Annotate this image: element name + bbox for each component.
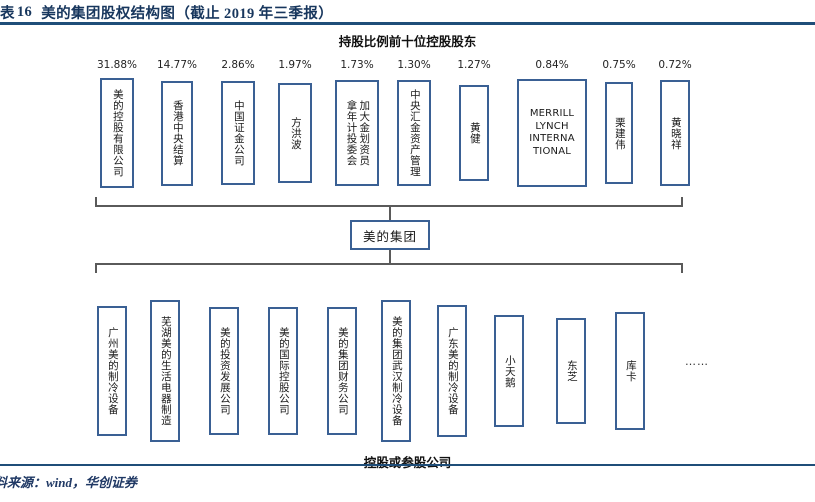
ellipsis-indicator: …… [685,355,709,368]
shareholder-node[interactable]: 美的控股有限公司 [100,78,134,188]
subsidiary-node[interactable]: 库卡 [615,312,645,430]
ownership-percent: 1.27% [457,59,491,71]
node-label: 加大金划资员拿年计投委会 [345,100,371,166]
bracket-bar [95,263,683,265]
subsidiary-node[interactable]: 芜湖美的生活电器制造 [150,300,180,442]
node-label: 中国证金公司 [232,100,245,166]
upper-stem [389,206,391,220]
center-node-meidi-group[interactable]: 美的集团 [350,220,430,250]
header-rule [0,22,815,25]
subsidiary-node[interactable]: 广州美的制冷设备 [97,306,127,436]
ownership-percent: 1.73% [340,59,374,71]
figure-number: 16 [16,3,33,20]
footer-rule [0,464,815,466]
figure-title-text: 美的集团股权结构图（截止 2019 年三季报） [41,5,334,22]
shareholder-node[interactable]: 加大金划资员拿年计投委会 [335,80,379,186]
shareholder-node[interactable]: 方洪波 [278,83,312,183]
node-label: 香港中央结算 [171,100,184,166]
subsidiary-node[interactable]: 美的集团财务公司 [327,307,357,435]
node-label: 东芝 [565,360,578,382]
subsidiary-node[interactable]: 美的集团武汉制冷设备 [381,300,411,442]
bracket-tick-right [681,263,683,273]
node-label: 美的国际控股公司 [277,327,290,415]
node-label: 方洪波 [289,116,302,150]
shareholder-node[interactable]: 栗建伟 [605,82,633,184]
ownership-percent: 1.97% [278,59,312,71]
node-label: MERRILL LYNCH INTERNA TIONAL [529,108,575,157]
node-label: 美的集团武汉制冷设备 [390,316,403,426]
node-label-column: 拿年计投委会 [345,100,358,166]
subsidiary-node[interactable]: 美的投资发展公司 [209,307,239,435]
bracket-tick-left [95,263,97,273]
subsidiary-node[interactable]: 美的国际控股公司 [268,307,298,435]
node-label: 库卡 [624,360,637,382]
shareholder-node[interactable]: MERRILL LYNCH INTERNA TIONAL [517,79,587,187]
source-note: 料来源：wind，华创证券 [0,474,138,490]
node-label: 美的投资发展公司 [218,327,231,415]
node-label: 美的集团财务公司 [336,327,349,415]
ownership-percent: 2.86% [221,59,255,71]
bracket-tick-left [95,197,97,207]
node-label: 栗建伟 [613,116,626,150]
node-label: 黄晓祥 [669,116,682,150]
node-label: 中央汇金资产管理 [408,89,421,177]
lower-stem [389,250,391,264]
ownership-percent: 0.84% [535,59,569,71]
subsidiary-node[interactable]: 东芝 [556,318,586,424]
node-label: 黄健 [468,122,481,144]
subsidiary-node[interactable]: 广东美的制冷设备 [437,305,467,437]
ownership-percent: 0.75% [602,59,636,71]
node-label-column: 加大金划资员 [358,100,371,166]
ownership-percent: 0.72% [658,59,692,71]
shareholder-node[interactable]: 黄晓祥 [660,80,690,186]
bracket-tick-right [681,197,683,207]
node-label: 芜湖美的生活电器制造 [159,316,172,426]
node-label: 广东美的制冷设备 [446,327,459,415]
figure-label: 表 [0,5,15,22]
bottom-section-caption: 控股或参股公司 [363,456,452,470]
ownership-percent: 31.88% [96,59,138,71]
node-label: 小天鹅 [503,354,516,388]
lower-bracket [95,263,683,275]
shareholder-node[interactable]: 中央汇金资产管理 [397,80,431,186]
node-label: 美的控股有限公司 [111,89,124,177]
ownership-percent: 14.77% [156,59,198,71]
shareholder-node[interactable]: 黄健 [459,85,489,181]
shareholder-node[interactable]: 香港中央结算 [161,80,193,186]
subsidiary-node[interactable]: 小天鹅 [494,315,524,427]
top-section-caption: 持股比例前十位控股股东 [338,35,477,49]
figure-title: 表 16 美的集团股权结构图（截止 2019 年三季报） [0,1,815,23]
node-label: 广州美的制冷设备 [106,327,119,415]
shareholder-node[interactable]: 中国证金公司 [221,81,255,185]
center-node-label: 美的集团 [362,228,417,244]
ownership-percent: 1.30% [397,59,431,71]
